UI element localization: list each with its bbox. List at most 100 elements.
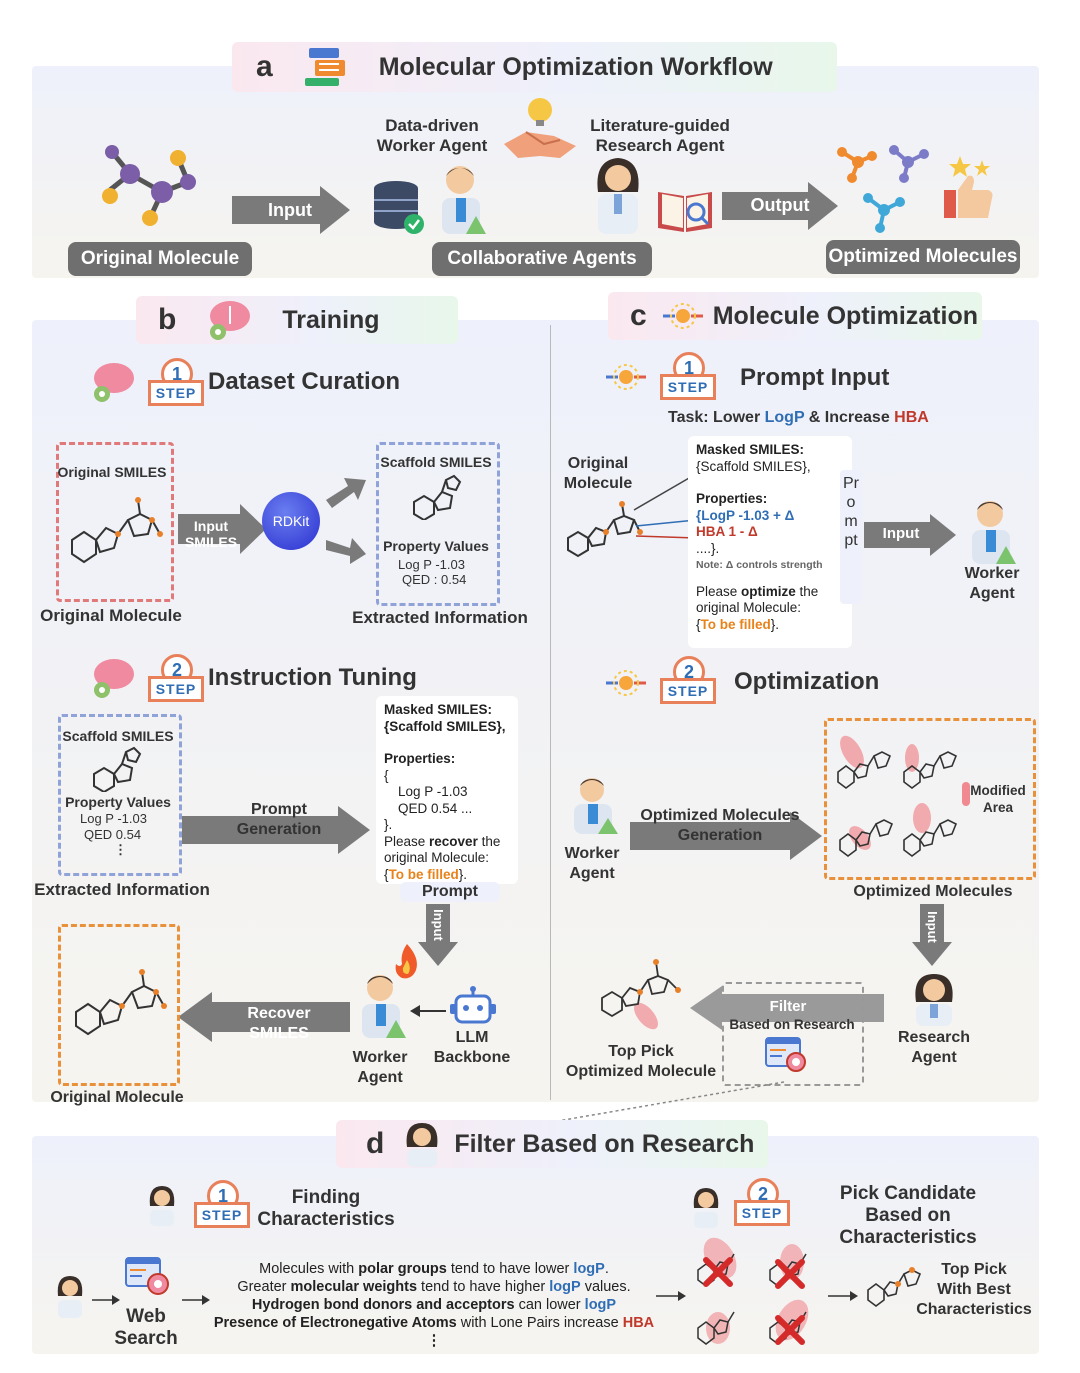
worker-agent-icon bbox=[362, 975, 406, 1038]
task-b: LogP bbox=[764, 409, 805, 426]
op-l9b: To be filled bbox=[700, 616, 771, 632]
f1-1: polar groups bbox=[358, 1261, 447, 1277]
recovered-molecule-box bbox=[58, 924, 180, 1086]
section-b-title: Training bbox=[282, 305, 380, 334]
input-arrow-c bbox=[864, 514, 956, 556]
f2-3: logP bbox=[549, 1279, 581, 1295]
pill-original-molecule: Original Molecule bbox=[68, 242, 252, 276]
task-line: Task: Lower LogP & Increase HBA bbox=[668, 409, 929, 427]
task-c: & Increase bbox=[804, 409, 895, 426]
original-smiles-label: Original SMILES bbox=[57, 464, 167, 480]
top-pick-label-d: Top Pick With Best Characteristics bbox=[916, 1261, 1032, 1318]
worker-agent-label-c2: Worker Agent bbox=[564, 845, 620, 882]
worker-agent-label-a: Data-driven Worker Agent bbox=[376, 116, 488, 155]
brain-gear-icon bbox=[94, 659, 134, 698]
molecule-structure-icon bbox=[71, 497, 163, 564]
finding-2: Greater molecular weights tend to have h… bbox=[196, 1278, 672, 1296]
op-l9a: { bbox=[696, 616, 701, 632]
research-agent-label-a: Literature-guided Research Agent bbox=[590, 116, 730, 155]
task-a: Task: Lower bbox=[668, 409, 765, 426]
section-b-letter: b bbox=[158, 303, 177, 336]
b-step2-title: Instruction Tuning bbox=[208, 664, 417, 691]
c-step2-title: Optimization bbox=[734, 668, 880, 695]
original-molecule-label-b: Original Molecule bbox=[40, 606, 182, 625]
tp-l6: QED 0.54 ... bbox=[398, 800, 473, 816]
section-c-letter: c bbox=[630, 299, 647, 332]
pill-optimized-molecules: Optimized Molecules bbox=[826, 240, 1020, 274]
input-arrow-a bbox=[232, 186, 350, 234]
brain-gear-icon bbox=[94, 363, 134, 402]
finding-1: Molecules with polar groups tend to have… bbox=[196, 1260, 672, 1278]
op-l7c: the bbox=[795, 583, 819, 599]
op-l2: {Scaffold SMILES}, bbox=[696, 458, 811, 474]
tp-l10c: }. bbox=[458, 866, 468, 882]
scaffold-structure-icon bbox=[93, 746, 142, 792]
logp-value-2: Log P -1.03 bbox=[80, 811, 147, 826]
input-down-label-b: Input bbox=[431, 909, 446, 941]
research-agent-icon bbox=[57, 1276, 83, 1318]
tp-l3: Properties: bbox=[384, 751, 456, 766]
op-l6: ....}. bbox=[696, 540, 720, 556]
recover-smiles-label: Recover SMILES bbox=[247, 1005, 311, 1042]
output-arrow-a bbox=[722, 182, 838, 230]
web-search-icon bbox=[125, 1257, 169, 1295]
qed-value-2: QED 0.54 bbox=[84, 827, 142, 842]
candidate-molecules-rejected bbox=[697, 1237, 809, 1345]
scaffold-smiles-label: Scaffold SMILES bbox=[380, 454, 492, 470]
f2-0: Greater bbox=[237, 1279, 291, 1295]
op-l3: Properties: bbox=[696, 491, 768, 506]
input-down-label-c: Input bbox=[925, 911, 940, 943]
op-l7: Please optimize the bbox=[696, 584, 844, 601]
input-smiles-arrow bbox=[178, 504, 266, 554]
handshake-icon bbox=[504, 98, 576, 158]
section-a-letter: a bbox=[256, 50, 273, 83]
to-candidates-arrow bbox=[656, 1291, 686, 1301]
prompt-generation-arrow bbox=[182, 806, 370, 854]
op-l1: Masked SMILES: bbox=[696, 442, 805, 457]
qed-value: QED : 0.54 bbox=[402, 572, 467, 587]
worker-agent-label-b: Worker Agent bbox=[352, 1049, 408, 1086]
input-arrow-c-label: Input bbox=[882, 525, 920, 542]
modified-molecules-graphic bbox=[837, 735, 970, 857]
f3-2: logP bbox=[584, 1297, 617, 1313]
b-step1-title: Dataset Curation bbox=[208, 368, 401, 395]
rdkit-arrow-down bbox=[326, 538, 366, 564]
top-pick-molecule bbox=[601, 959, 681, 1030]
c-step1-title: Prompt Input bbox=[740, 364, 890, 391]
tp-l8c: the bbox=[477, 833, 501, 849]
tp-l4: { bbox=[384, 767, 389, 783]
rdkit-label: RDKit bbox=[272, 513, 310, 529]
filter-label: Filter bbox=[769, 998, 807, 1015]
molecule-spark-icon bbox=[662, 303, 703, 329]
d-step1-step: STEP bbox=[194, 1202, 250, 1228]
tp-l5: Log P -1.03 bbox=[398, 784, 468, 799]
f4-2: HBA bbox=[622, 1315, 655, 1331]
section-a-header: a Molecular Optimization Workflow bbox=[232, 42, 837, 92]
scaffold-structure-icon bbox=[413, 474, 462, 520]
colored-molecule-icon bbox=[102, 145, 196, 226]
section-d-letter: d bbox=[366, 1127, 385, 1160]
tp-l10b: To be filled bbox=[388, 866, 459, 882]
d-step2-title: Pick Candidate Based on Characteristics bbox=[839, 1183, 977, 1248]
input-smiles-label: Input SMILES bbox=[184, 518, 238, 550]
logp-value: Log P -1.03 bbox=[398, 557, 465, 572]
opt-gen-label: Optimized Molecules Generation bbox=[640, 807, 800, 844]
worker-agent-label-c: Worker Agent bbox=[964, 565, 1020, 602]
output-arrow-a-label: Output bbox=[750, 195, 810, 215]
tp-l10: {To be filled}. bbox=[384, 867, 510, 884]
d-step2-step: STEP bbox=[734, 1200, 790, 1226]
tp-l10a: { bbox=[384, 866, 389, 882]
fire-icon bbox=[395, 944, 417, 979]
filter-arrow bbox=[690, 986, 884, 1030]
worker-agent-icon bbox=[574, 778, 618, 834]
scaffold-info-box bbox=[376, 442, 500, 606]
tp-l7: }. bbox=[384, 817, 393, 832]
f1-3: logP bbox=[573, 1261, 605, 1277]
filter-dashed-box bbox=[722, 982, 864, 1086]
database-icon bbox=[374, 181, 424, 234]
